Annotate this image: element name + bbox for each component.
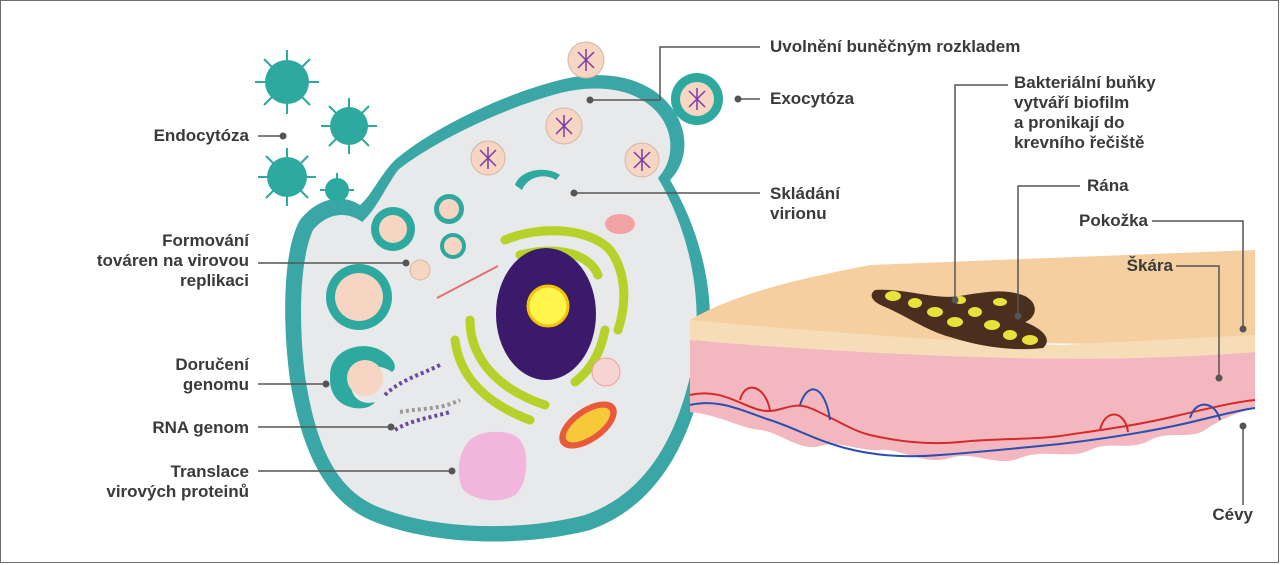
free-viruses <box>255 50 377 207</box>
label-exocytoza: Exocytóza <box>770 89 854 109</box>
label-rna-genom: RNA genom <box>152 418 249 438</box>
label-translace: Translace virových proteinů <box>106 462 249 502</box>
skin-section <box>690 250 1255 461</box>
nucleolus <box>528 286 568 326</box>
label-rana: Rána <box>1087 176 1129 196</box>
lysosome <box>592 358 620 386</box>
label-pokozka: Pokožka <box>1079 211 1148 231</box>
golgi-small <box>605 214 635 234</box>
label-formovani-tovaren: Formování továren na virovou replikaci <box>97 231 249 291</box>
label-bakterialni-bunky: Bakteriální buňky vytváří biofilm a pron… <box>1014 73 1156 153</box>
label-cevy: Cévy <box>1212 505 1253 525</box>
label-skara: Škára <box>1127 256 1173 276</box>
dermis <box>690 340 1255 461</box>
host-cell <box>255 42 723 541</box>
label-skladani-virionu: Skládání virionu <box>770 184 840 224</box>
translation-ribosome <box>459 432 527 501</box>
label-endocytoza: Endocytóza <box>154 126 249 146</box>
label-uvolneni: Uvolnění buněčným rozkladem <box>770 37 1020 57</box>
label-doruceni-genomu: Doručení genomu <box>175 355 249 395</box>
